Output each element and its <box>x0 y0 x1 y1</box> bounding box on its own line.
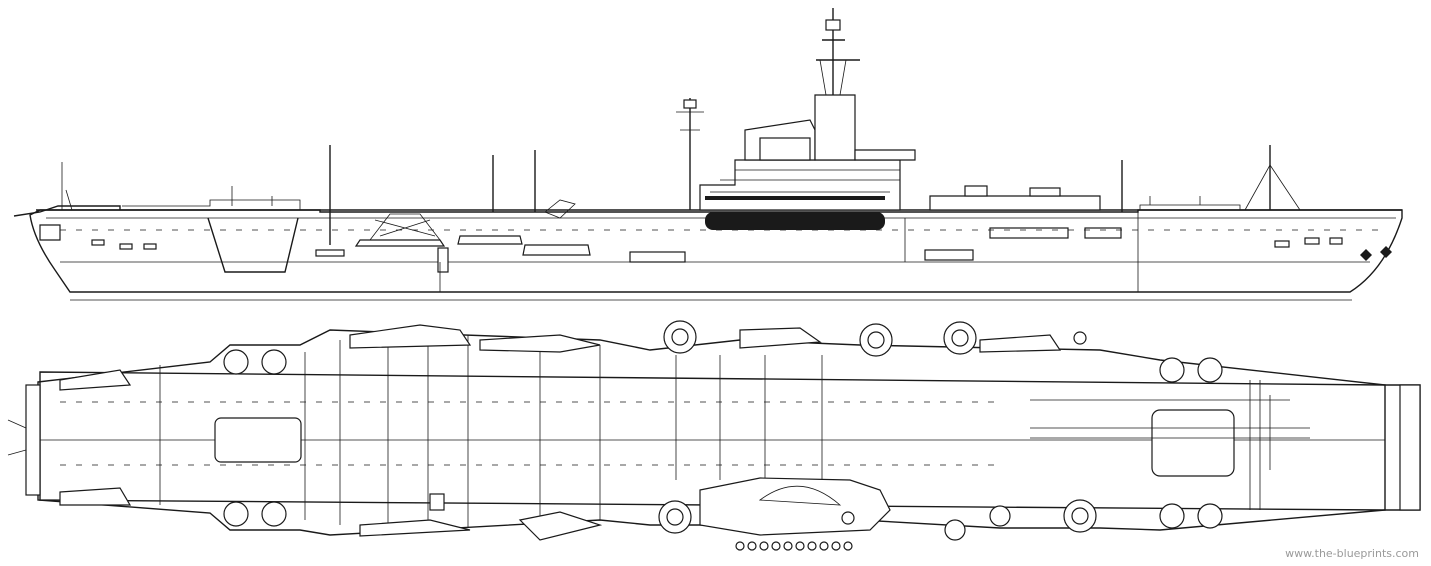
profile-life-rafts <box>705 196 885 230</box>
plan-stern <box>1399 384 1421 511</box>
profile-island <box>676 8 916 211</box>
plan-barriers <box>159 335 823 528</box>
profile-boat <box>354 239 446 247</box>
watermark-text: www.the-blueprints.com <box>1285 547 1419 560</box>
profile-bow-deck <box>13 205 121 217</box>
profile-portholes <box>91 237 1392 261</box>
plan-bow <box>7 384 41 496</box>
plan-view <box>7 320 1421 551</box>
plan-gun-mounts <box>223 320 1223 541</box>
plan-life-rafts <box>735 541 853 551</box>
plan-forward-lift <box>214 417 302 463</box>
profile-view <box>13 8 1403 301</box>
plan-aft-lift <box>1151 409 1235 477</box>
